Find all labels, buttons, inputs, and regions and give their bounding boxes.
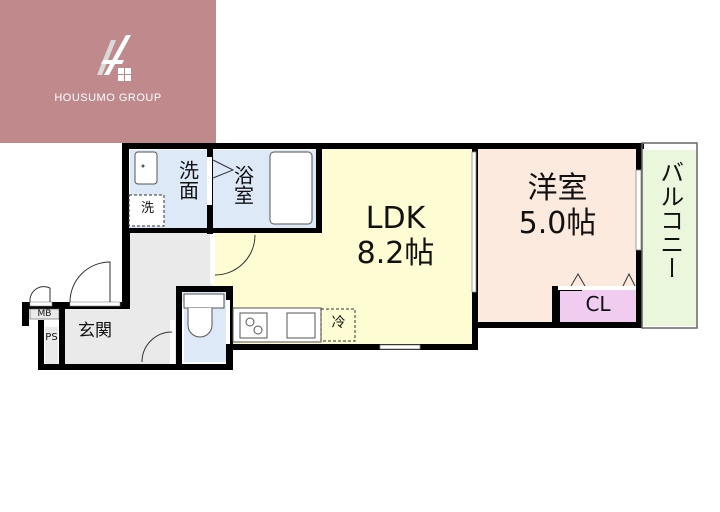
balcony-label: バルコニー xyxy=(652,160,686,287)
meter-box-label: MB xyxy=(37,309,52,319)
western-room-label: 洋室 5.0帖 xyxy=(480,171,635,241)
bathroom-label: 浴室 xyxy=(222,165,262,210)
western-room-size: 5.0帖 xyxy=(518,205,597,241)
logo-panel: HOUSUMO GROUP xyxy=(0,0,216,143)
ldk-label: LDK 8.2帖 xyxy=(318,201,473,271)
entrance-area xyxy=(65,303,130,365)
pipe-space-label: PS xyxy=(45,332,58,343)
balcony-area xyxy=(642,150,696,326)
ldk-area xyxy=(318,148,473,348)
washroom-text: 洗面 xyxy=(175,160,200,200)
western-room-name: 洋室 xyxy=(527,171,588,206)
brand-name: HOUSUMO GROUP xyxy=(54,92,162,104)
fridge-label: 冷 xyxy=(331,315,346,331)
ldk-size: 8.2帖 xyxy=(356,235,435,271)
washer-label: 洗 xyxy=(140,201,154,216)
closet-label: CL xyxy=(585,292,611,316)
housumo-logo-icon xyxy=(97,35,131,81)
entrance-label: 玄関 xyxy=(78,321,112,341)
bathroom-text: 浴室 xyxy=(230,165,255,205)
balcony-text: バルコニー xyxy=(655,160,684,280)
washroom-label: 洗面 xyxy=(168,160,206,205)
closet-area xyxy=(558,288,638,326)
ldk-name: LDK xyxy=(365,201,426,236)
